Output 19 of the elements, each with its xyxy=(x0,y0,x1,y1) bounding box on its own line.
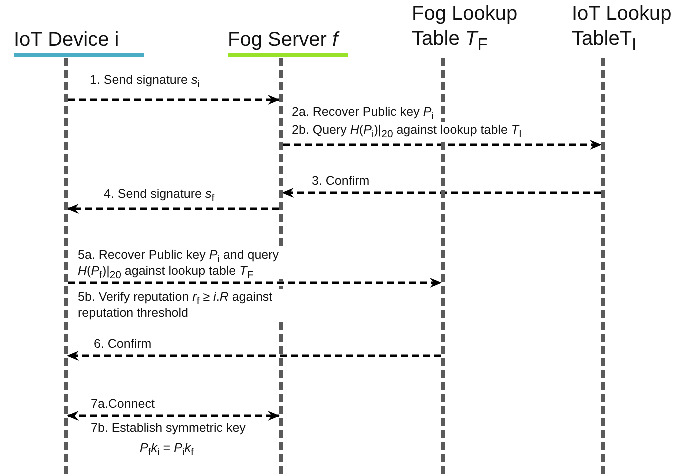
edge-label: 2b. Query H(P$_{i}$)|$_{20}$ against lookup table T$_{I}$ xyxy=(292,122,522,138)
participant-heading: IoT Device i xyxy=(14,28,144,57)
step-note: 7b. Establish symmetric key xyxy=(91,420,246,436)
arrow xyxy=(68,95,280,105)
edge-label: 4. Send signature s$_{f}$ xyxy=(104,186,215,202)
edge-label: 1. Send signature s$_{i}$ xyxy=(90,72,200,88)
arrow xyxy=(282,188,601,198)
participant-heading: Fog Lookup Table T$_{F}$ xyxy=(412,2,532,52)
participant-heading: IoT Lookup TableT$_{I}$ xyxy=(572,2,692,52)
lifeline xyxy=(601,58,605,474)
step-note: 2a. Recover Public key P$_{i}$ xyxy=(292,104,434,120)
equation: P$_{f}$k$_{i}$ = P$_{i}$k$_{f}$ xyxy=(140,440,194,456)
arrow xyxy=(67,204,279,214)
arrow xyxy=(67,351,441,361)
arrow xyxy=(67,411,280,421)
lifeline xyxy=(64,58,68,474)
arrow xyxy=(68,278,442,288)
participant-heading: Fog Server f xyxy=(228,28,348,57)
arrow xyxy=(283,140,602,150)
